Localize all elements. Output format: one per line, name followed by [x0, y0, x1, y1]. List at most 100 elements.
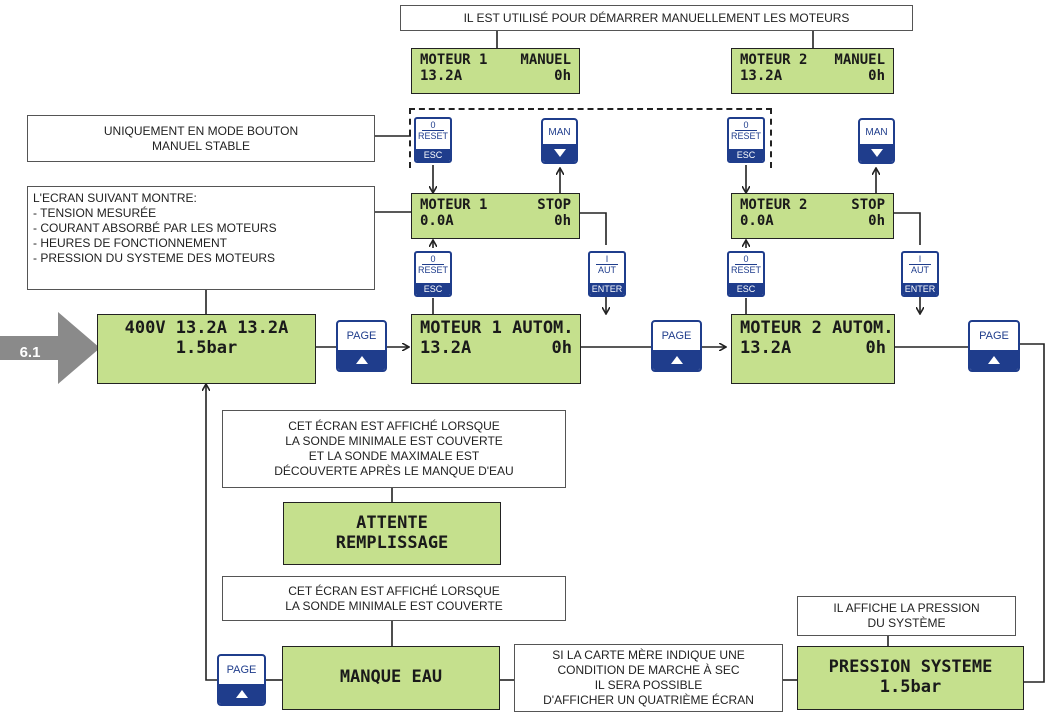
screen-text: 0.0A: [740, 213, 774, 230]
arrow-up-icon: [355, 355, 368, 364]
page-button[interactable]: PAGE: [217, 654, 266, 706]
key-label: ENTER: [903, 283, 937, 295]
page-button[interactable]: PAGE: [336, 320, 387, 372]
note-line: DÉCOUVERTE APRÈS LE MANQUE D'EAU: [274, 464, 514, 478]
arrow-down-icon: [870, 149, 883, 158]
note-line: ET LA SONDE MAXIMALE EST: [308, 449, 480, 463]
note-text: IL EST UTILISÉ POUR DÉMARRER MANUELLEMEN…: [463, 10, 850, 25]
screen-pression-systeme: PRESSION SYSTEME 1.5bar: [797, 646, 1024, 710]
step-label: 6.1: [19, 343, 41, 361]
note-manual-start: IL EST UTILISÉ POUR DÉMARRER MANUELLEMEN…: [400, 5, 913, 31]
note-line: - HEURES DE FONCTIONNEMENT: [33, 236, 228, 250]
screen-text: 0h: [554, 68, 571, 85]
screen-text: PRESSION SYSTEME: [828, 657, 993, 678]
aut-enter-key[interactable]: I AUT ENTER: [901, 251, 939, 297]
note-line: - COURANT ABSORBÉ PAR LES MOTEURS: [33, 221, 277, 235]
man-button-label: MAN: [548, 126, 571, 138]
screen-text: 0.0A: [420, 213, 454, 230]
screen-text: MOTEUR 1: [420, 52, 488, 68]
aut-enter-key[interactable]: I AUT ENTER: [588, 251, 626, 297]
key-label: RESET: [417, 131, 448, 141]
screen-moteur1-manuel: MOTEUR 1 MANUEL 13.2A 0h: [411, 48, 580, 94]
key-label: ESC: [729, 283, 763, 295]
screen-text: MOTEUR 2 AUTOM.: [740, 318, 894, 338]
screen-text: 0h: [551, 337, 572, 358]
note-line: - PRESSION DU SYSTEME DES MOTEURS: [33, 251, 276, 265]
note-screen-info: L'ECRAN SUIVANT MONTRE: - TENSION MESURÉ…: [27, 186, 375, 290]
note-line: LA SONDE MINIMALE EST COUVERTE: [285, 598, 503, 613]
screen-text: 0h: [865, 337, 886, 358]
page-button[interactable]: PAGE: [968, 320, 1020, 372]
screen-text: MOTEUR 1 AUTOM.: [420, 318, 574, 338]
note-text: UNIQUEMENT EN MODE BOUTON: [103, 123, 299, 138]
note-line: DU SYSTÈME: [867, 616, 946, 630]
key-label: ESC: [416, 149, 450, 161]
man-button[interactable]: MAN: [541, 118, 578, 164]
step-arrow-icon: [0, 312, 100, 384]
note-line: SI LA CARTE MÈRE INDIQUE UNE: [552, 648, 745, 662]
note-line: CONDITION DE MARCHE À SEC: [557, 663, 740, 677]
screen-text: STOP: [851, 197, 885, 213]
screen-text: 0h: [554, 213, 571, 230]
key-label: 0: [422, 120, 444, 131]
note-line: CET ÉCRAN EST AFFICHÉ LORSQUE: [288, 419, 500, 433]
key-label: I: [909, 254, 931, 265]
key-label: I: [596, 254, 618, 265]
note-line: L'ECRAN SUIVANT MONTRE:: [33, 191, 197, 205]
key-label: 0: [422, 254, 444, 265]
screen-text: REMPLISSAGE: [335, 532, 449, 553]
note-line: LA SONDE MINIMALE EST COUVERTE: [285, 434, 503, 448]
note-line: D'AFFICHER UN QUATRIÈME ÉCRAN: [543, 693, 754, 707]
key-label: RESET: [730, 131, 761, 141]
key-label: RESET: [730, 265, 761, 275]
key-label: AUT: [911, 265, 929, 275]
screen-text: 13.2A: [740, 337, 792, 358]
screen-text: 13.2A: [740, 68, 783, 85]
note-text: MANUEL STABLE: [151, 138, 251, 153]
arrow-up-icon: [235, 689, 248, 698]
key-label: 0: [735, 120, 757, 131]
page-button-label: PAGE: [979, 329, 1009, 342]
screen-text: MANUEL: [834, 52, 885, 68]
screen-text: MOTEUR 2: [740, 52, 808, 68]
man-button[interactable]: MAN: [858, 118, 895, 164]
note-line: - TENSION MESURÉE: [33, 206, 157, 220]
note-pression: IL AFFICHE LA PRESSION DU SYSTÈME: [797, 596, 1016, 636]
key-label: ENTER: [590, 283, 624, 295]
note-line: IL AFFICHE LA PRESSION: [833, 601, 980, 615]
screen-text: 0h: [868, 68, 885, 85]
page-button[interactable]: PAGE: [651, 320, 702, 372]
man-button-label: MAN: [865, 126, 888, 138]
key-label: ESC: [416, 283, 450, 295]
key-label: RESET: [417, 265, 448, 275]
screen-manque-eau: MANQUE EAU: [282, 646, 500, 710]
note-carte-mere: SI LA CARTE MÈRE INDIQUE UNE CONDITION D…: [514, 644, 783, 712]
screen-moteur1-autom: MOTEUR 1 AUTOM. 13.2A 0h: [411, 314, 581, 384]
reset-esc-key[interactable]: 0 RESET ESC: [414, 117, 452, 163]
screen-moteur2-autom: MOTEUR 2 AUTOM. 13.2A 0h: [731, 314, 895, 384]
note-line: CET ÉCRAN EST AFFICHÉ LORSQUE: [288, 583, 500, 598]
screen-text: 13.2A: [420, 68, 463, 85]
arrow-up-icon: [670, 355, 683, 364]
page-button-label: PAGE: [346, 329, 377, 342]
note-manque: CET ÉCRAN EST AFFICHÉ LORSQUE LA SONDE M…: [222, 576, 566, 621]
screen-attente-remplissage: ATTENTE REMPLISSAGE: [283, 502, 501, 565]
screen-text: 13.2A: [420, 337, 472, 358]
screen-text: MOTEUR 2: [740, 197, 808, 213]
screen-text: MOTEUR 1: [420, 197, 488, 213]
reset-esc-key[interactable]: 0 RESET ESC: [727, 251, 765, 297]
page-button-label: PAGE: [661, 329, 692, 342]
screen-text: ATTENTE: [356, 512, 428, 533]
reset-esc-key[interactable]: 0 RESET ESC: [727, 117, 765, 163]
screen-text: 400V 13.2A 13.2A: [124, 318, 289, 338]
note-mode-button: UNIQUEMENT EN MODE BOUTON MANUEL STABLE: [27, 115, 375, 162]
reset-esc-key[interactable]: 0 RESET ESC: [414, 251, 452, 297]
screen-text: 1.5bar: [879, 677, 942, 697]
screen-text: MANUEL: [520, 52, 571, 68]
key-label: 0: [735, 254, 757, 265]
key-label: ESC: [729, 149, 763, 161]
